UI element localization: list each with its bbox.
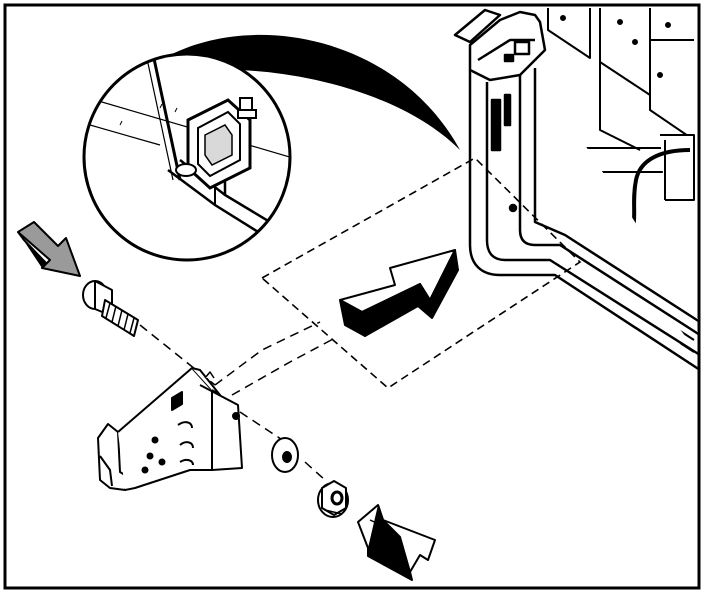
mounting-bracket-icon — [97, 367, 243, 491]
flat-washer-icon — [271, 437, 299, 473]
detail-area-dashed-outline — [260, 157, 582, 390]
shoulder-bolt-icon — [82, 280, 139, 337]
install-nut-arrow — [357, 504, 436, 581]
insert-bolt-arrow — [17, 221, 81, 277]
slide-bracket-arrow — [339, 249, 459, 337]
flange-nut-icon — [317, 480, 349, 518]
magnified-detail-callout — [82, 34, 460, 262]
frame-channel — [453, 8, 701, 372]
